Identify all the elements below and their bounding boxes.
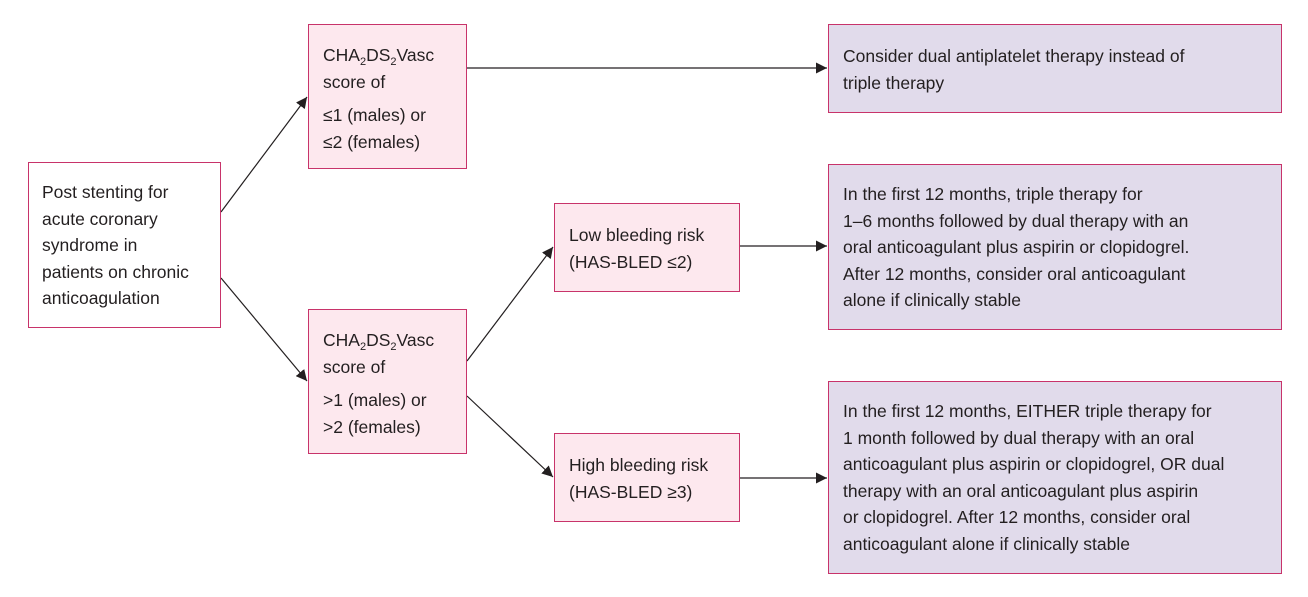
outcome-low-bleed-line: 1–6 months followed by dual therapy with… [843, 210, 1189, 231]
outcome-high-bleed-line: In the first 12 months, EITHER triple th… [843, 401, 1212, 421]
start-line: acute coronary [42, 208, 158, 229]
score-threshold-line: ≤1 (males) or [323, 105, 426, 125]
arrow-high-score-to-high-bleed [466, 395, 554, 478]
high-bleed-node-text: High bleeding risk (HAS-BLED ≥3) [569, 452, 708, 505]
arrow-start-to-high-score [220, 277, 308, 382]
score-threshold-line: >1 (males) or [323, 390, 427, 410]
score-name-line: CHA2DS2Vasc [323, 45, 435, 68]
outcome-high-bleed-line: or clopidogrel. After 12 months, conside… [843, 507, 1191, 527]
outcome-high-bleed-node [828, 381, 1282, 574]
score-threshold-line: ≤2 (females) [323, 131, 421, 152]
outcome-low-bleed-line: oral anticoagulant plus aspirin or clopi… [843, 237, 1190, 257]
arrow-start-to-low-score [220, 96, 308, 213]
start-line: patients on chronic [42, 261, 189, 282]
outcome-high-bleed-line: anticoagulant plus aspirin or clopidogre… [843, 454, 1225, 474]
score-of-line: score of [323, 356, 386, 377]
outcome-low-bleed-line: In the first 12 months, triple therapy f… [843, 184, 1143, 204]
outcome-low-bleed-line: alone if clinically stable [843, 290, 1022, 310]
outcome-low-bleed-node [828, 164, 1282, 330]
score-threshold-line: >2 (females) [323, 416, 421, 437]
low-score-node [308, 24, 467, 169]
start-line: Post stenting for [42, 182, 169, 202]
score-name-line: CHA2DS2Vasc [323, 330, 435, 353]
arrow-high-score-to-low-bleed [466, 246, 554, 362]
high-bleed-line: High bleeding risk [569, 455, 709, 475]
outcome-dual-line: triple therapy [843, 72, 945, 93]
high-score-node-text: CHA2DS2Vasc score of >1 (males) or >2 (f… [323, 327, 434, 440]
outcome-dual-node [828, 24, 1282, 113]
outcome-high-bleed-line: therapy with an oral anticoagulant plus … [843, 480, 1199, 501]
outcome-high-bleed-line: anticoagulant alone if clinically stable [843, 533, 1130, 554]
low-bleed-line: Low bleeding risk [569, 225, 705, 245]
low-bleed-line: (HAS-BLED ≤2) [569, 251, 693, 272]
high-score-node [308, 309, 467, 454]
high-bleed-node [554, 433, 740, 522]
outcome-dual-text: Consider dual antiplatelet therapy inste… [843, 43, 1184, 96]
low-bleed-node-text: Low bleeding risk (HAS-BLED ≤2) [569, 222, 704, 275]
low-bleed-node [554, 203, 740, 292]
outcome-high-bleed-line: 1 month followed by dual therapy with an… [843, 427, 1195, 448]
start-node-text: Post stenting for acute coronary syndrom… [42, 179, 189, 312]
start-line: anticoagulation [42, 288, 160, 308]
outcome-low-bleed-text: In the first 12 months, triple therapy f… [843, 181, 1189, 314]
outcome-high-bleed-text: In the first 12 months, EITHER triple th… [843, 398, 1224, 557]
low-score-node-text: CHA2DS2Vasc score of ≤1 (males) or ≤2 (f… [323, 42, 434, 155]
start-node [28, 162, 221, 328]
outcome-low-bleed-line: After 12 months, consider oral anticoagu… [843, 263, 1186, 284]
start-line: syndrome in [42, 235, 138, 255]
outcome-dual-line: Consider dual antiplatelet therapy inste… [843, 46, 1185, 66]
score-of-line: score of [323, 71, 386, 92]
high-bleed-line: (HAS-BLED ≥3) [569, 481, 693, 502]
